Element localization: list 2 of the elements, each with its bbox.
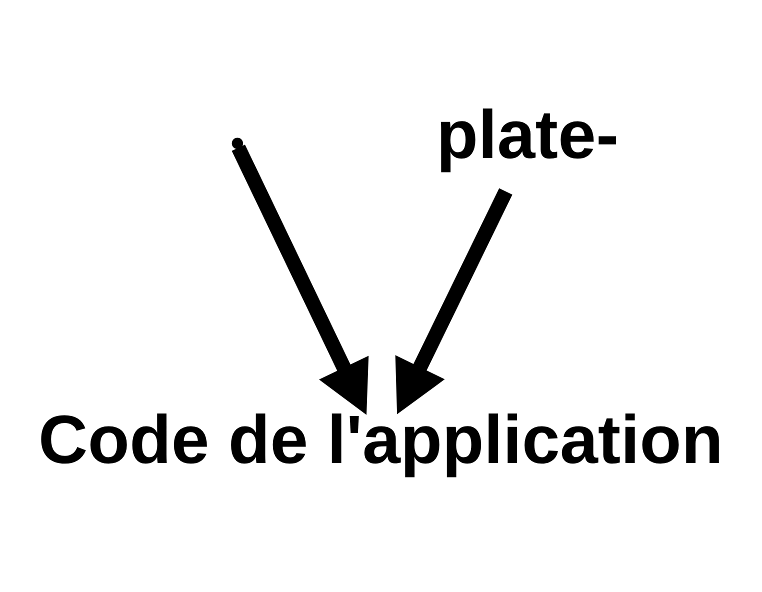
node-text: plate- xyxy=(436,96,618,173)
node-text: Code de l'application xyxy=(38,402,723,478)
